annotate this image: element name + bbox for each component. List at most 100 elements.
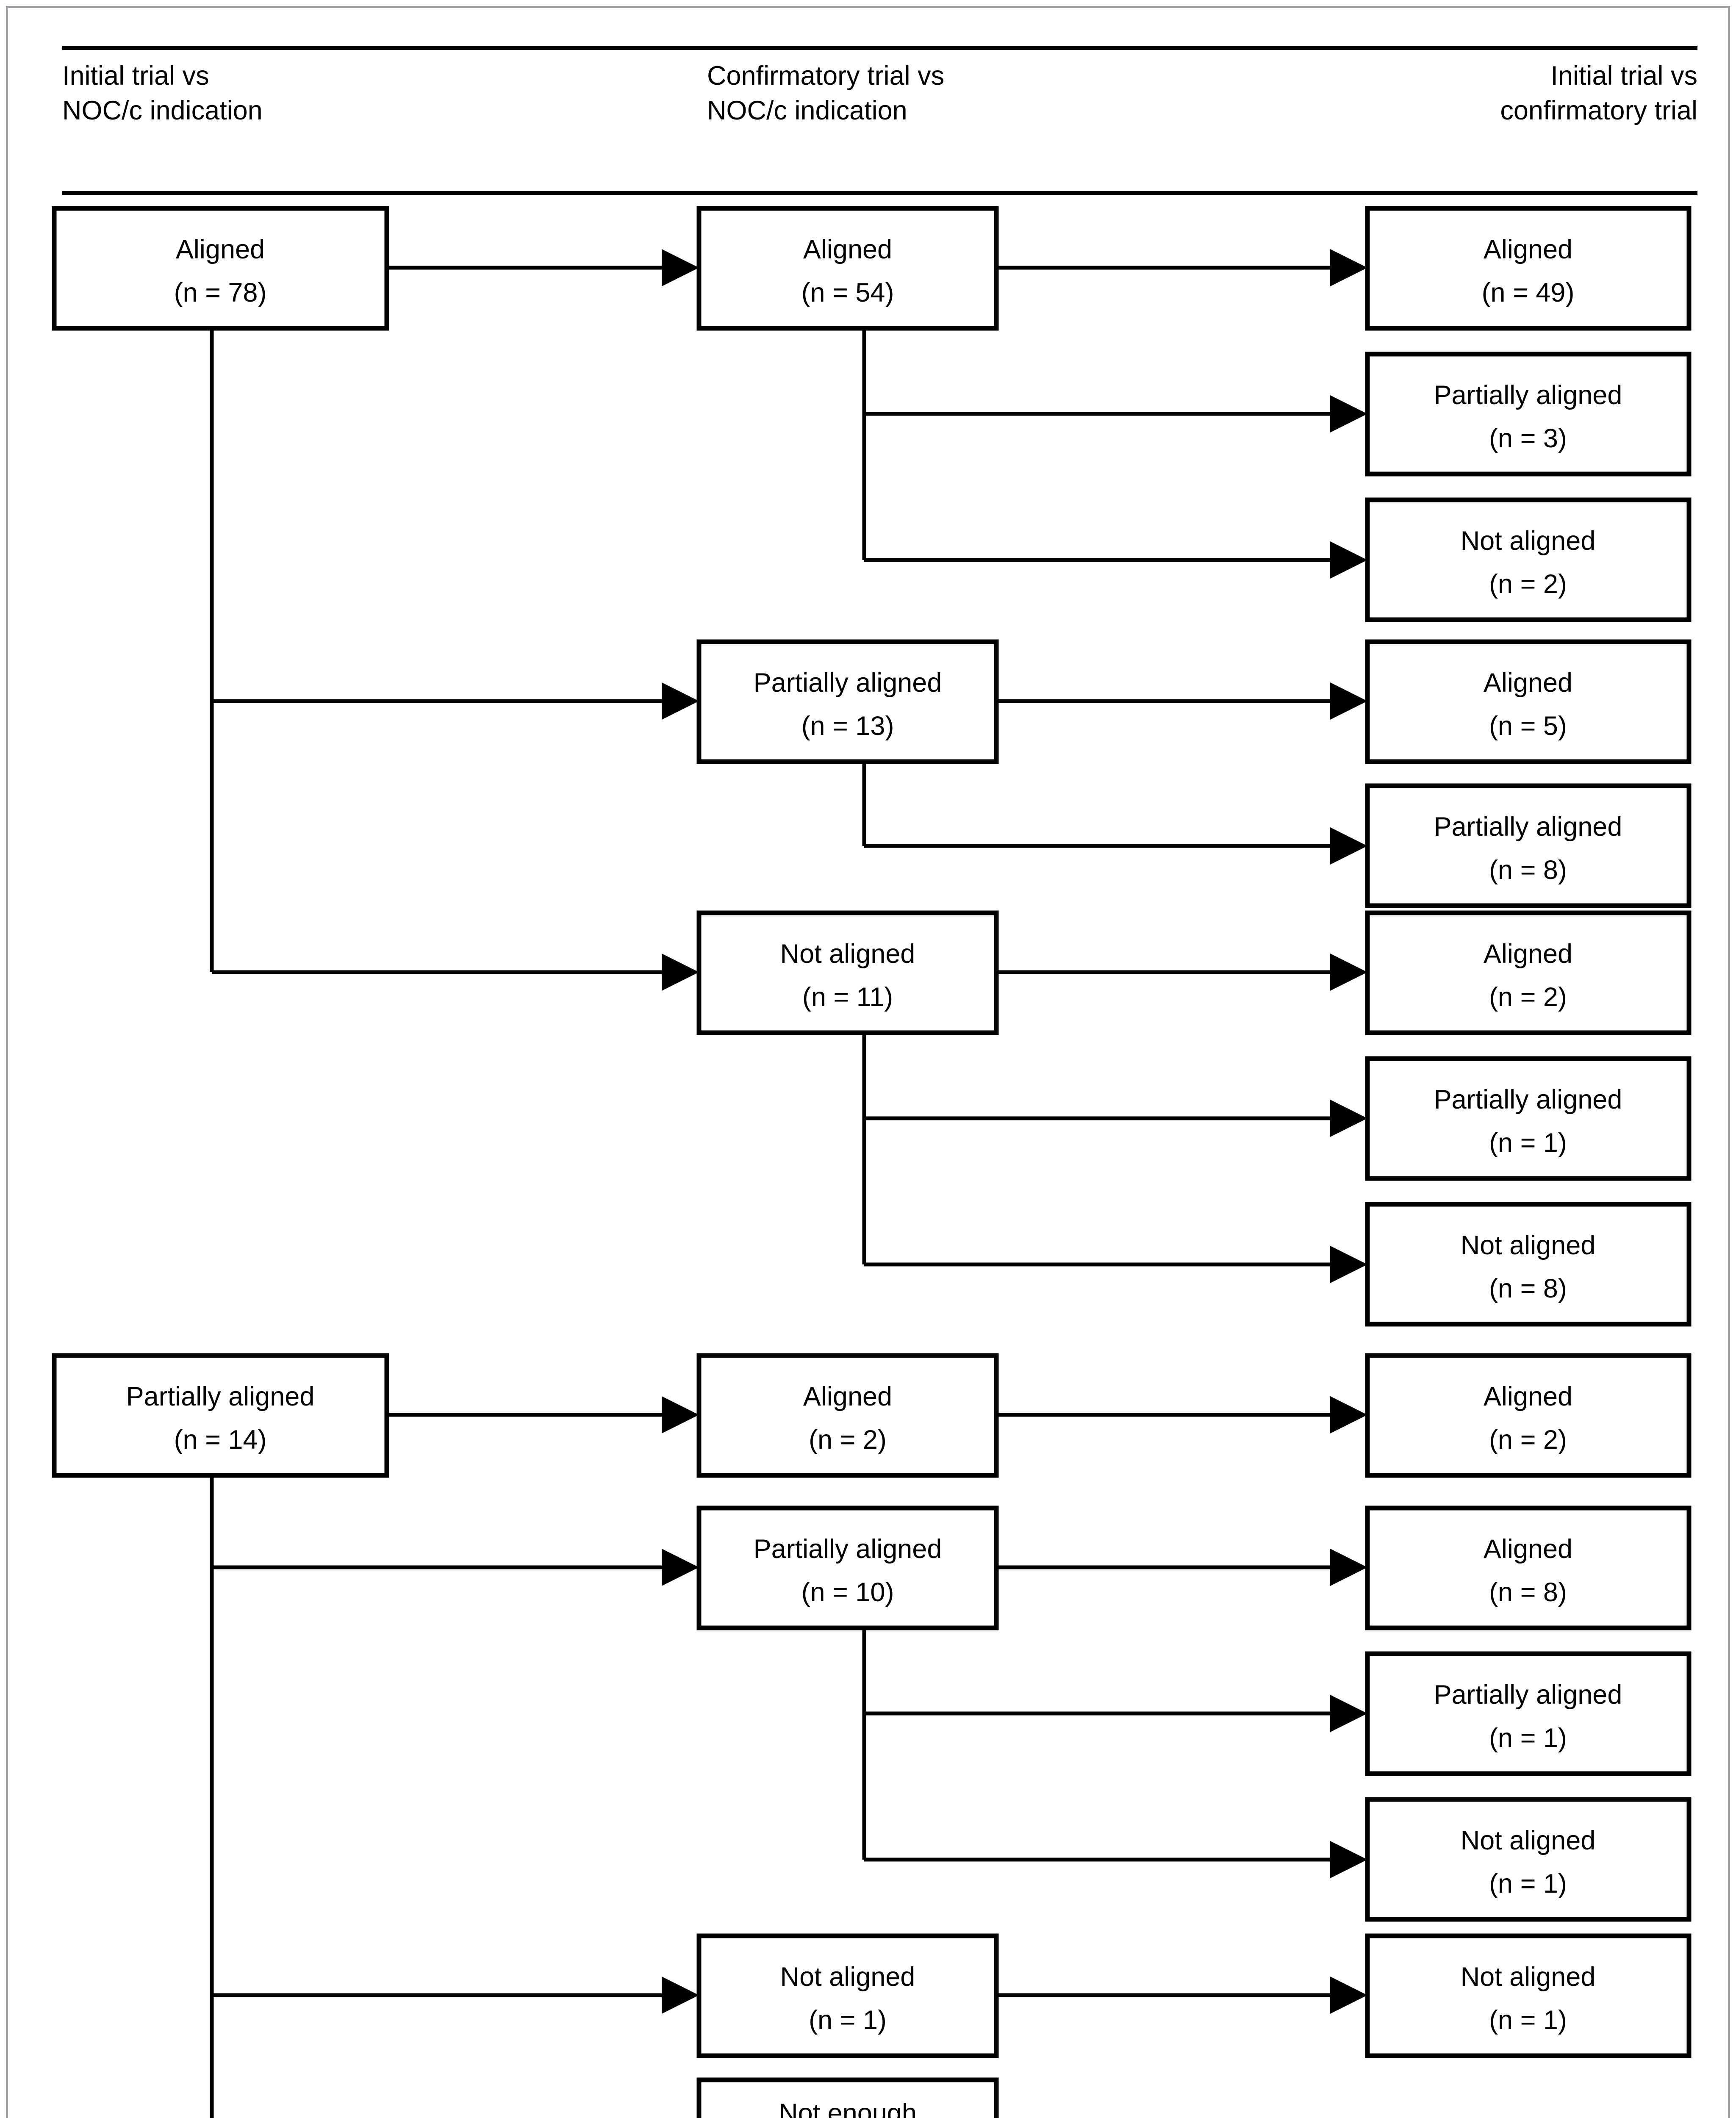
node-label-line1: Not aligned — [1461, 1826, 1596, 1855]
node-c3-partially-aligned-8[interactable]: Partially aligned (n = 8) — [1365, 783, 1692, 908]
arrowhead-c2notaligned-to-c3-8 — [1330, 1246, 1367, 1283]
node-label-line1: Not aligned — [1461, 1231, 1596, 1260]
node-box[interactable] — [696, 2077, 999, 2118]
node-box[interactable] — [696, 1505, 999, 1630]
arrowhead-c2aligned-to-c3-1 — [1330, 249, 1367, 286]
node-label-line2: (n = 5) — [1489, 711, 1567, 741]
node-box[interactable] — [696, 1353, 999, 1478]
node-box[interactable] — [1365, 910, 1692, 1035]
arrowhead-c1aligned-to-c2partially — [662, 682, 699, 720]
node-c1-aligned[interactable]: Aligned (n = 78) — [52, 206, 389, 331]
node-box[interactable] — [1365, 1651, 1692, 1776]
node-box[interactable] — [1365, 783, 1692, 908]
node-label-line2: (n = 8) — [1489, 1274, 1567, 1303]
node-label-line2: (n = 2) — [1489, 982, 1567, 1012]
node-label-line2: (n = 1) — [1489, 2005, 1567, 2035]
node-box[interactable] — [1365, 1933, 1692, 2058]
arrowhead-c1partially-to-c2notaligned2 — [662, 1977, 699, 2014]
node-c3-partially-aligned-3[interactable]: Partially aligned (n = 3) — [1365, 352, 1692, 477]
node-box[interactable] — [696, 910, 999, 1035]
arrowhead-c2partially2-to-c3-12 — [1330, 1841, 1367, 1878]
node-c3-not-aligned-8[interactable]: Not aligned (n = 8) — [1365, 1202, 1692, 1327]
header-rule-top — [62, 46, 1697, 50]
node-box[interactable] — [1365, 639, 1692, 764]
header-rule-bottom — [62, 191, 1697, 195]
arrowhead-c2aligned2-to-c3-9 — [1330, 1396, 1367, 1433]
node-box[interactable] — [696, 206, 999, 331]
node-c1-partially-aligned[interactable]: Partially aligned (n = 14) — [52, 1353, 389, 1478]
column-header-confirmatory-vs-nocc: Confirmatory trial vs NOC/c indication — [707, 61, 945, 125]
node-label-line1: Not aligned — [1461, 526, 1596, 556]
arrowhead-c2aligned-to-c3-2 — [1330, 395, 1367, 432]
node-c3-partially-aligned-1b[interactable]: Partially aligned (n = 1) — [1365, 1651, 1692, 1776]
node-c2-aligned-2[interactable]: Aligned (n = 2) — [696, 1353, 999, 1478]
node-label-line1: Partially aligned — [1434, 1085, 1622, 1114]
arrowhead-c1aligned-to-c2notaligned — [662, 954, 699, 991]
node-c3-aligned-5[interactable]: Aligned (n = 5) — [1365, 639, 1692, 764]
node-box[interactable] — [696, 1933, 999, 2058]
node-c3-aligned-8[interactable]: Aligned (n = 8) — [1365, 1505, 1692, 1630]
node-box[interactable] — [1365, 497, 1692, 622]
node-label-line1: Aligned — [1484, 1382, 1572, 1411]
node-label-line2: (n = 1) — [1489, 1869, 1567, 1899]
node-box[interactable] — [1365, 352, 1692, 477]
node-c2-not-aligned-1[interactable]: Not aligned (n = 1) — [696, 1933, 999, 2058]
node-c2-not-enough-information-1[interactable]: Not enough information (n = 1) — [696, 2077, 999, 2118]
column-header-initial-vs-nocc: Initial trial vs NOC/c indication — [62, 61, 263, 125]
node-c3-aligned-49[interactable]: Aligned (n = 49) — [1365, 206, 1692, 331]
node-label-line1: Partially aligned — [1434, 380, 1622, 410]
node-label-line2: (n = 13) — [801, 711, 894, 741]
node-box[interactable] — [1365, 1797, 1692, 1922]
node-label-line1: Not aligned — [1461, 1962, 1596, 1992]
node-c3-not-aligned-1[interactable]: Not aligned (n = 1) — [1365, 1797, 1692, 1922]
node-label-line2: (n = 1) — [809, 2005, 887, 2035]
node-label-line1: Aligned — [176, 235, 265, 264]
node-label-line1: Partially aligned — [754, 668, 942, 698]
node-box[interactable] — [1365, 1202, 1692, 1327]
node-label-line1: Partially aligned — [754, 1534, 942, 1564]
node-label-line2: (n = 14) — [174, 1425, 267, 1455]
node-label-line2: (n = 10) — [801, 1577, 894, 1607]
node-label-line2: (n = 8) — [1489, 855, 1567, 885]
arrowhead-c2notaligned2-to-c3-13 — [1330, 1977, 1367, 2014]
node-label-line2: (n = 1) — [1489, 1723, 1567, 1753]
node-label-line1: Not enough — [779, 2099, 917, 2118]
arrowhead-c2partially2-to-c3-11 — [1330, 1695, 1367, 1732]
arrowhead-c2aligned-to-c3-3 — [1330, 541, 1367, 579]
node-c3-aligned-2b[interactable]: Aligned (n = 2) — [1365, 1353, 1692, 1478]
node-c3-aligned-2[interactable]: Aligned (n = 2) — [1365, 910, 1692, 1035]
node-label-line1: Not aligned — [780, 1962, 915, 1992]
node-c2-not-aligned-11[interactable]: Not aligned (n = 11) — [696, 910, 999, 1035]
arrowhead-c2partially2-to-c3-10 — [1330, 1549, 1367, 1586]
node-c2-partially-aligned-13[interactable]: Partially aligned (n = 13) — [696, 639, 999, 764]
node-c3-not-aligned-2[interactable]: Not aligned (n = 2) — [1365, 497, 1692, 622]
node-label-line2: (n = 49) — [1482, 278, 1575, 308]
arrowhead-c1aligned-to-c2aligned — [662, 249, 699, 286]
node-c3-not-aligned-1b[interactable]: Not aligned (n = 1) — [1365, 1933, 1692, 2058]
node-label-line2: (n = 2) — [1489, 569, 1567, 599]
node-c2-aligned-54[interactable]: Aligned (n = 54) — [696, 206, 999, 331]
node-label-line1: Aligned — [1484, 235, 1572, 264]
node-box[interactable] — [696, 639, 999, 764]
node-label-line2: (n = 78) — [174, 278, 267, 308]
node-label-line2: (n = 11) — [802, 982, 893, 1012]
arrowhead-c2notaligned-to-c3-7 — [1330, 1100, 1367, 1137]
node-box[interactable] — [1365, 1353, 1692, 1478]
node-label-line2: (n = 2) — [809, 1425, 887, 1455]
node-label-line1: Aligned — [1484, 939, 1572, 969]
node-box[interactable] — [1365, 1505, 1692, 1630]
node-label-line1: Aligned — [803, 235, 892, 264]
node-c3-partially-aligned-1[interactable]: Partially aligned (n = 1) — [1365, 1056, 1692, 1181]
node-box[interactable] — [1365, 1056, 1692, 1181]
arrowhead-c1partially-to-c2aligned2 — [662, 1396, 699, 1433]
node-box[interactable] — [52, 206, 389, 331]
node-label-line1: Aligned — [803, 1382, 892, 1411]
node-box[interactable] — [52, 1353, 389, 1478]
node-label-line2: (n = 2) — [1489, 1425, 1567, 1455]
node-c2-partially-aligned-10[interactable]: Partially aligned (n = 10) — [696, 1505, 999, 1630]
node-box[interactable] — [1365, 206, 1692, 331]
node-label-line1: Not aligned — [780, 939, 915, 969]
column-header-initial-vs-confirmatory: Initial trial vs confirmatory trial — [1500, 61, 1697, 125]
